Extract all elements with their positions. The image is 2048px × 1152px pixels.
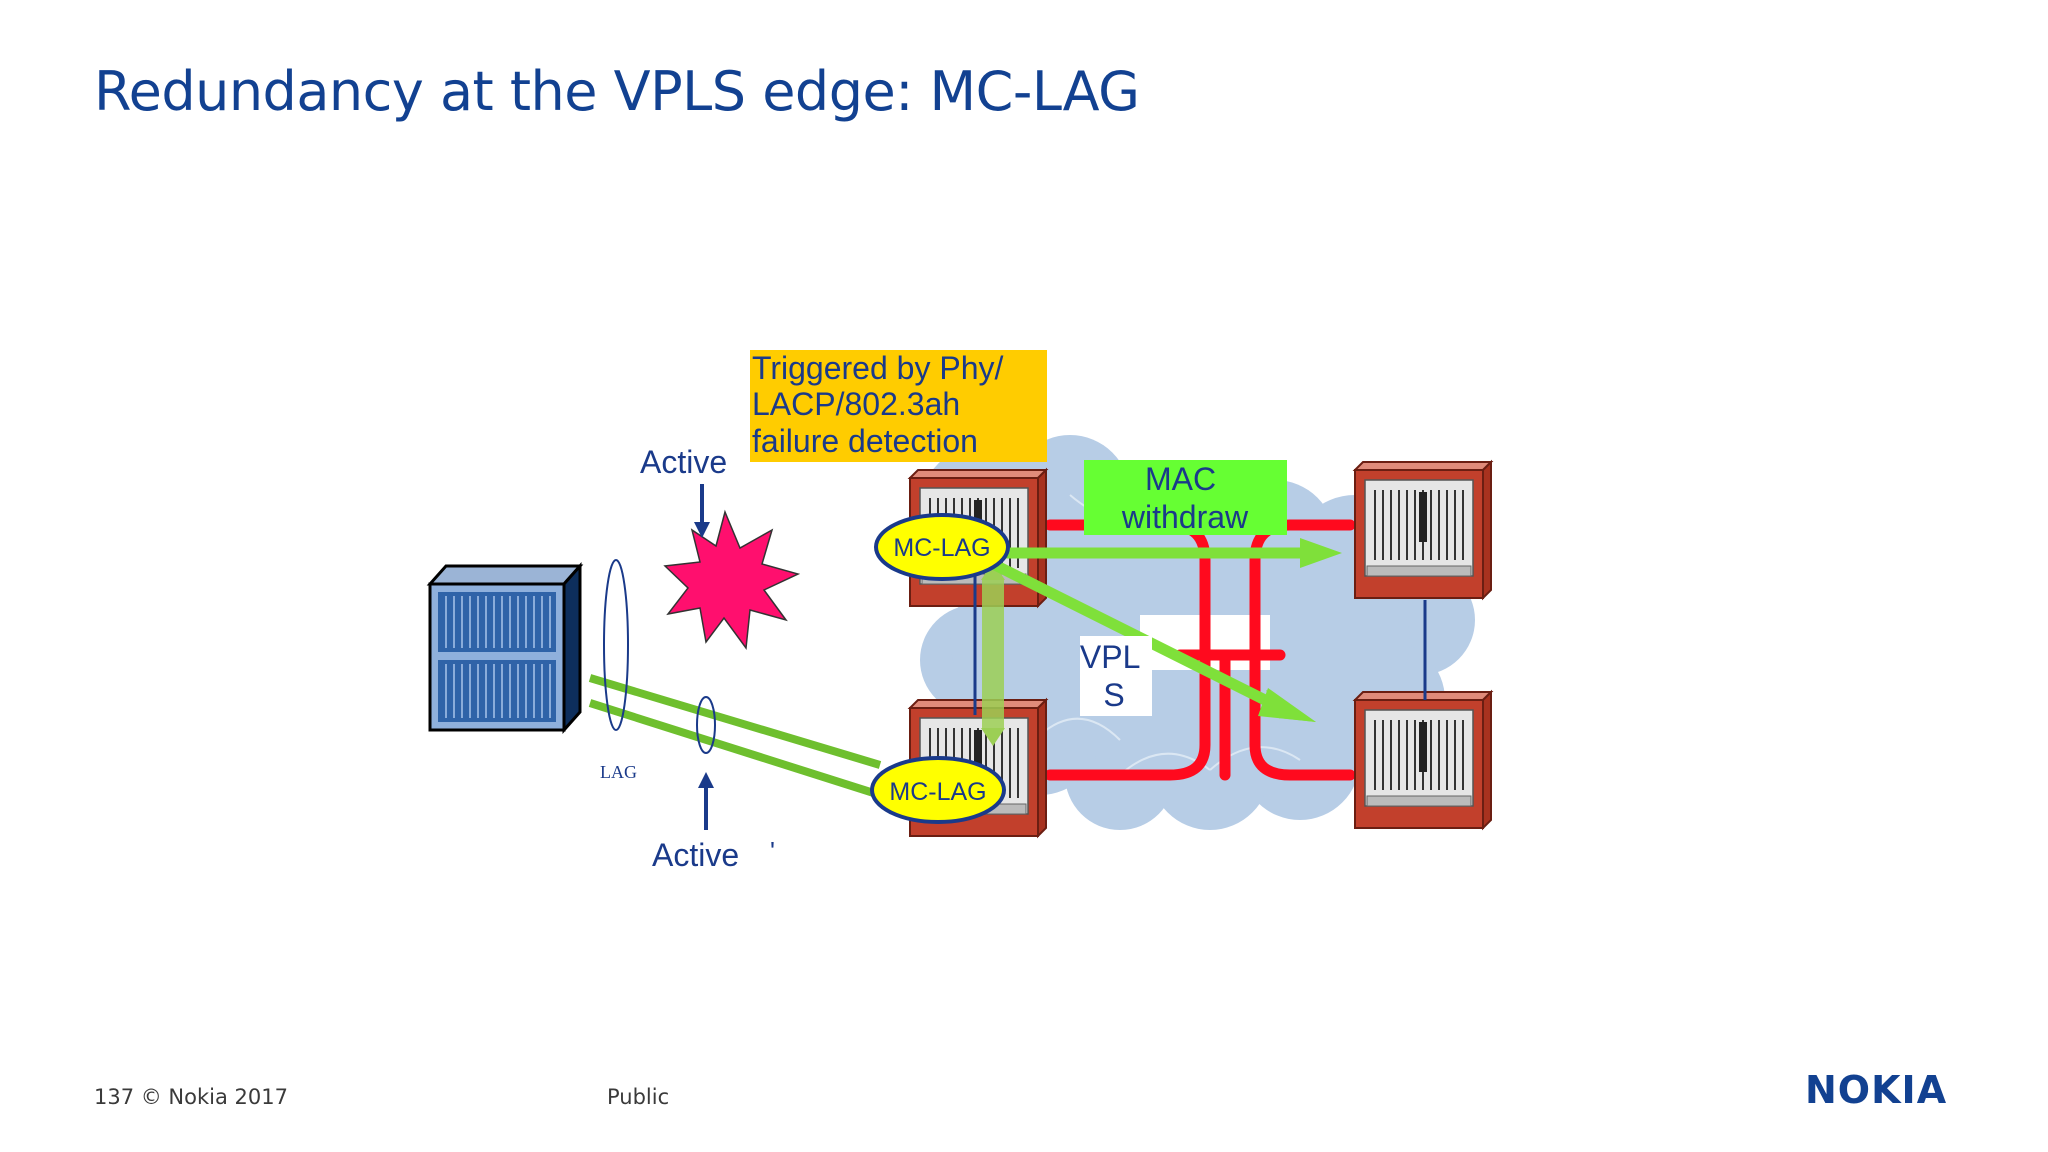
active-arrow-top xyxy=(694,484,710,538)
lag-label: LAG xyxy=(600,762,637,782)
active-link-ring xyxy=(696,696,716,754)
sync-arrow-up xyxy=(981,562,1005,580)
mac-withdraw-arrows xyxy=(990,538,1342,722)
nokia-logo: NOKIA xyxy=(1805,1068,1948,1112)
pe-router-top-right xyxy=(1354,461,1492,599)
footer-classification: Public xyxy=(607,1085,670,1109)
active-label-bottom: Active xyxy=(652,837,739,873)
lag-links xyxy=(588,674,882,799)
stray-mark: ' xyxy=(770,836,775,866)
sync-arrow-down xyxy=(981,728,1005,746)
mclag-label-bottom: MC-LAG xyxy=(889,778,986,806)
lag-bundle-ring xyxy=(603,559,629,731)
ce-switch xyxy=(426,562,584,734)
vpls-label-line-1: VPL xyxy=(1080,639,1140,675)
vpls-label-box xyxy=(1080,636,1152,716)
trigger-note-line-1: Triggered by Phy/ xyxy=(752,350,1003,386)
mclag-badge-bottom xyxy=(870,756,1006,824)
mac-withdraw-text: MAC withdraw xyxy=(1121,461,1249,535)
trigger-note-text: Triggered by Phy/ LACP/802.3ah failure d… xyxy=(752,350,1012,459)
mclag-badge-top xyxy=(874,513,1010,581)
mac-withdraw-line-2: withdraw xyxy=(1121,499,1249,535)
trigger-note-line-3: failure detection xyxy=(752,423,978,459)
mac-withdraw-line-1: MAC xyxy=(1145,461,1216,497)
trigger-note-line-2: LACP/802.3ah xyxy=(752,386,960,422)
vpls-label-text: VPL S xyxy=(1080,639,1148,713)
active-label-top: Active xyxy=(640,444,727,480)
trigger-note-box xyxy=(750,350,1047,462)
failure-burst-icon xyxy=(663,509,801,651)
mac-withdraw-box xyxy=(1084,460,1287,535)
pe-router-bottom-right xyxy=(1354,691,1492,829)
sync-channel-bar xyxy=(982,580,1004,728)
footer-page-number: 137 © Nokia 2017 xyxy=(94,1085,288,1109)
slide-title: Redundancy at the VPLS edge: MC-LAG xyxy=(94,60,1140,123)
active-arrow-bottom xyxy=(698,772,714,830)
vpls-label-line-2: S xyxy=(1103,677,1124,713)
mclag-label-top: MC-LAG xyxy=(893,534,990,562)
